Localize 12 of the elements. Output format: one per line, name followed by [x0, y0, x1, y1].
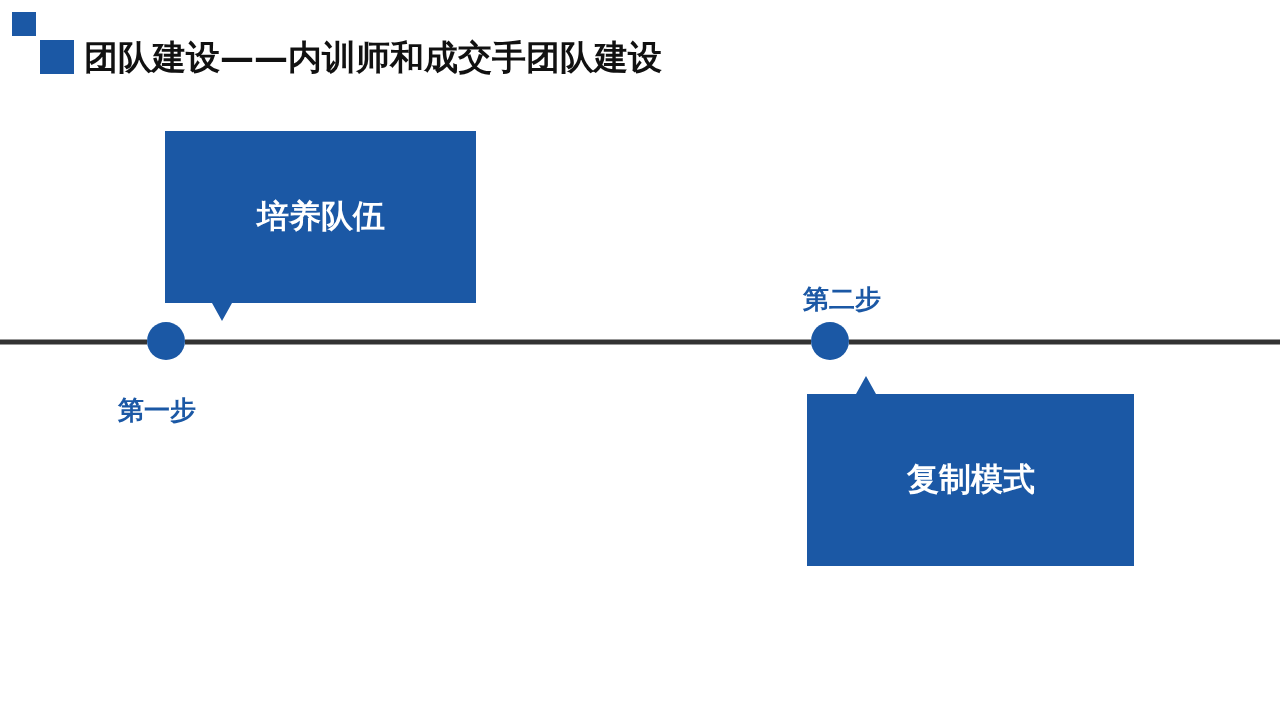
- callout-box: [165, 131, 476, 321]
- slide-title: 团队建设——内训师和成交手团队建设: [84, 36, 662, 79]
- callout-box: [807, 376, 1134, 566]
- timeline-dot: [147, 322, 185, 360]
- timeline-line: [185, 339, 811, 345]
- timeline-line: [0, 339, 147, 345]
- step-label: 第二步: [803, 283, 881, 316]
- step-label: 第一步: [118, 394, 196, 427]
- box-label: 复制模式: [906, 459, 1035, 500]
- timeline-line: [849, 339, 1280, 345]
- box-label: 培养队伍: [256, 196, 385, 237]
- timeline-dot: [811, 322, 849, 360]
